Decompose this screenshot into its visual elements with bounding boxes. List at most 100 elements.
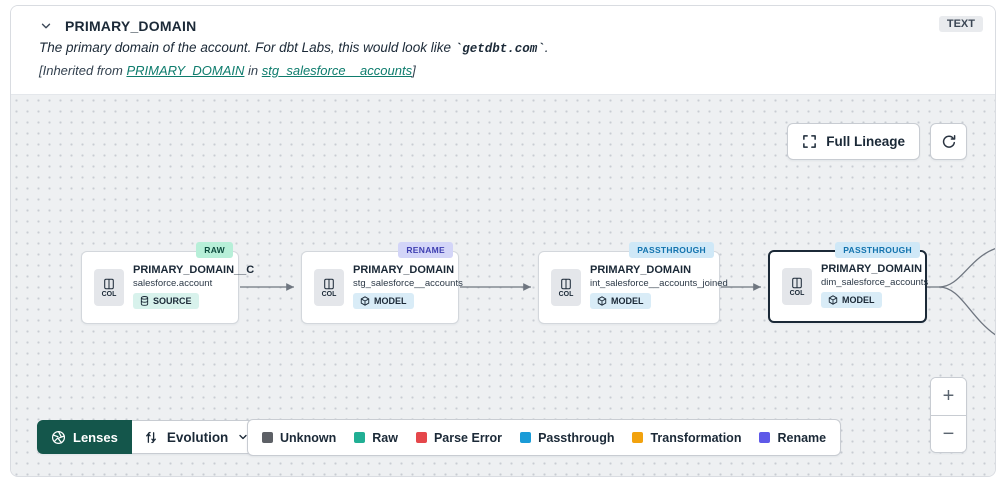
node-column-name: PRIMARY_DOMAIN [590,264,692,276]
node-column-name: PRIMARY_DOMAIN__C [133,264,255,276]
legend-item-passthrough: Passthrough [520,431,614,445]
resource-type-label: MODEL [611,296,644,306]
columns-icon [323,278,335,290]
full-lineage-label: Full Lineage [826,134,905,149]
lens-badge: PASSTHROUGH [629,242,714,258]
zoom-in-button[interactable]: + [931,378,966,415]
resource-type-badge: MODEL [353,293,414,309]
cube-icon [828,295,838,305]
legend-label: Parse Error [433,430,503,445]
column-chip-label: COL [789,289,805,297]
description-code: `getdbt.com` [454,42,545,56]
legend-item-unknown: Unknown [262,431,336,445]
columns-icon [791,277,803,289]
lens-badge: RAW [196,242,233,258]
lenses-button[interactable]: Lenses [37,420,132,454]
node-text: PRIMARY_DOMAIN stg_salesforce__accounts … [353,264,463,311]
lens-badge: PASSTHROUGH [835,242,920,258]
lineage-canvas[interactable]: RAW COL PRIMARY_DOMAIN__C salesforce.acc… [11,95,995,476]
inherited-model-link[interactable]: stg_salesforce__accounts [261,63,413,78]
description-text: The primary domain of the account. For d… [39,40,455,55]
column-chip-label: COL [558,290,574,298]
description-suffix: . [544,40,549,55]
column-header: PRIMARY_DOMAIN TEXT The primary domain o… [11,6,995,95]
lens-badge: RENAME [398,242,453,258]
legend-swatch [759,432,771,443]
node-column-name: PRIMARY_DOMAIN [353,264,455,276]
cube-icon [597,296,607,306]
resource-type-label: SOURCE [153,296,192,306]
legend-label: Unknown [280,430,337,445]
cube-icon [360,296,370,306]
legend-swatch [520,432,532,443]
column-description: The primary domain of the account. For d… [39,40,983,56]
node-body: COL PRIMARY_DOMAIN stg_salesforce__accou… [302,252,463,323]
node-column-name: PRIMARY_DOMAIN [821,263,923,275]
legend-swatch [354,432,366,443]
lineage-node-staging[interactable]: RENAME COL PRIMARY_DOMAIN stg_salesforce… [301,242,463,324]
legend-label: Transformation [650,430,742,445]
column-chip-label: COL [321,290,337,298]
full-lineage-button[interactable]: Full Lineage [787,123,920,160]
page-title: PRIMARY_DOMAIN [65,18,197,34]
refresh-button[interactable] [930,123,967,160]
lenses-label: Lenses [73,429,118,445]
column-type-badge: TEXT [938,16,983,32]
collapse-chevron-button[interactable] [39,19,53,33]
columns-icon [103,278,115,290]
node-model-name: salesforce.account [133,278,213,289]
title-row: PRIMARY_DOMAIN [39,18,983,34]
zoom-controls: + − [930,377,967,453]
resource-type-badge: SOURCE [133,293,199,309]
legend-label: Raw [372,430,398,445]
legend-swatch [415,432,427,443]
lens-control-group: Lenses Evolution [37,420,263,454]
database-icon [140,296,149,306]
column-chip: COL [551,269,581,306]
lineage-node-source[interactable]: RAW COL PRIMARY_DOMAIN__C salesforce.acc… [81,242,255,324]
inherited-suffix: ] [412,63,416,78]
lineage-node-dim-selected[interactable]: PASSTHROUGH COL PRIMARY_DOMAIN dim_sales… [768,242,929,323]
node-body: COL PRIMARY_DOMAIN int_salesforce__accou… [539,252,728,323]
aperture-icon [51,430,66,445]
lens-legend: Unknown Raw Parse Error Passthrough Tran… [247,419,842,456]
node-text: PRIMARY_DOMAIN__C salesforce.account SOU… [133,264,255,311]
zoom-out-button[interactable]: − [931,415,966,452]
node-text: PRIMARY_DOMAIN int_salesforce__accounts_… [590,264,728,311]
node-model-name: int_salesforce__accounts_joined [590,278,728,289]
node-model-name: dim_salesforce_accounts [821,277,929,288]
lens-selected-label: Evolution [166,429,229,445]
node-text: PRIMARY_DOMAIN dim_salesforce_accounts M… [821,263,929,310]
resource-type-label: MODEL [374,296,407,306]
legend-swatch [262,432,273,443]
expand-icon [802,134,817,149]
lens-selector-dropdown[interactable]: Evolution [131,420,263,454]
refresh-icon [941,134,957,150]
column-chip: COL [94,269,124,306]
inherited-column-link[interactable]: PRIMARY_DOMAIN [126,63,245,78]
resource-type-badge: MODEL [590,293,651,309]
legend-label: Rename [777,430,827,445]
legend-label: Passthrough [538,430,615,445]
chevron-down-icon [237,431,249,443]
column-lineage-panel: PRIMARY_DOMAIN TEXT The primary domain o… [10,5,996,477]
inherited-from-line: [Inherited from PRIMARY_DOMAIN in stg_sa… [39,63,983,78]
node-body: COL PRIMARY_DOMAIN__C salesforce.account… [82,252,255,323]
legend-item-rename: Rename [759,431,826,445]
columns-icon [560,278,572,290]
legend-item-raw: Raw [354,431,398,445]
inherited-middle: in [244,63,262,78]
node-body: COL PRIMARY_DOMAIN dim_salesforce_accoun… [770,252,929,321]
lineage-node-intermediate[interactable]: PASSTHROUGH COL PRIMARY_DOMAIN int_sales… [538,242,728,324]
inherited-prefix: [Inherited from [39,63,127,78]
legend-swatch [632,432,644,443]
node-model-name: stg_salesforce__accounts [353,278,463,289]
column-chip-label: COL [101,290,117,298]
resource-type-label: MODEL [842,295,875,305]
resource-type-badge: MODEL [821,292,882,308]
chevron-down-icon [39,19,53,33]
legend-item-transformation: Transformation [632,431,741,445]
column-chip: COL [314,269,344,306]
legend-item-parse-error: Parse Error [415,430,503,445]
column-chip: COL [782,268,812,305]
